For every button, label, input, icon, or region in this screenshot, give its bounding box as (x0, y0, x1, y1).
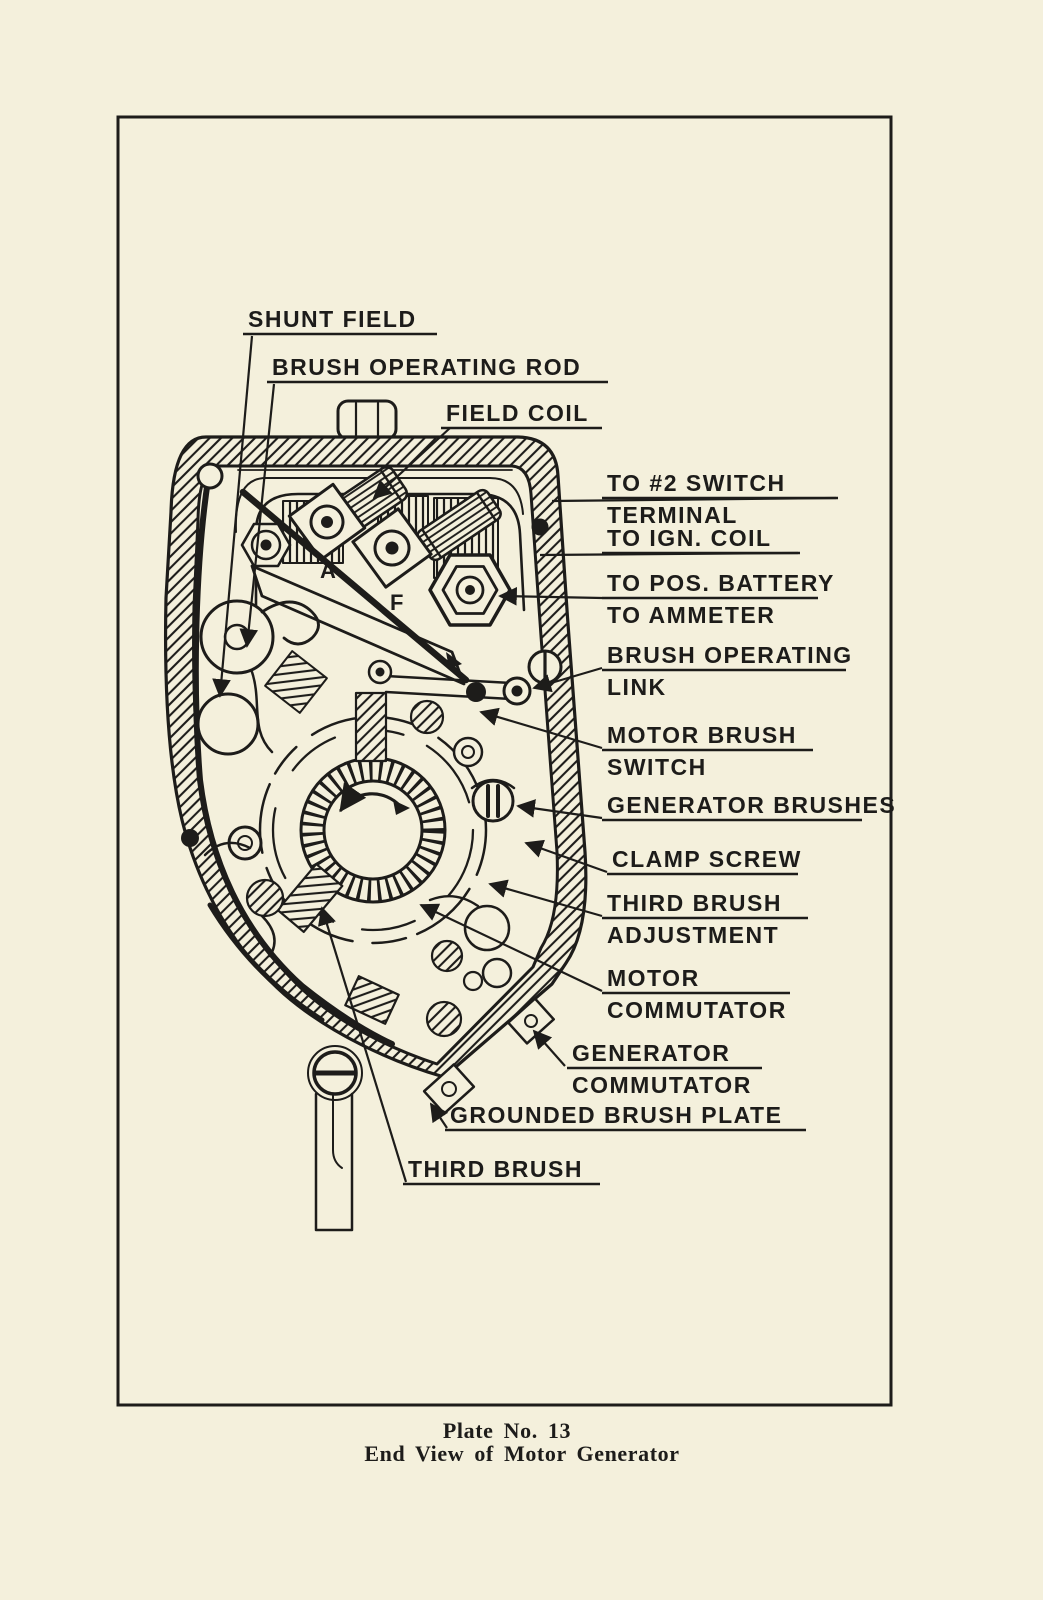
label-text: SWITCH (607, 754, 707, 780)
roller-hole (461, 745, 475, 759)
label-grounded-brush-plate: GROUNDED BRUSH PLATE (445, 1102, 806, 1132)
label-text: CLAMP SCREW (612, 846, 802, 872)
caption-line2: End View of Motor Generator (364, 1441, 679, 1466)
label-text: THIRD BRUSH (408, 1156, 583, 1182)
terminal-block-1 (287, 482, 367, 562)
lower-right-cluster (428, 894, 513, 992)
label-clamp-screw: CLAMP SCREW (607, 846, 802, 876)
left-hex-bolt (240, 522, 292, 568)
mounting-bracket (314, 1092, 354, 1232)
label-text: BRUSH OPERATING ROD (272, 354, 581, 380)
plate-frame (116, 115, 893, 1407)
leader-generator-commutator (532, 1029, 566, 1067)
leader-clamp-screw (524, 839, 608, 874)
brush-operating-link-part (367, 659, 532, 706)
edge-bolt-2 (422, 1063, 476, 1115)
label-text: MOTOR (607, 965, 700, 991)
label-text: MOTOR BRUSH (607, 722, 797, 748)
label-brush-operating-rod: BRUSH OPERATING ROD (267, 354, 608, 384)
coil-end-lower-1 (430, 939, 464, 973)
field-coil-right (416, 488, 502, 562)
shunt-field-pole (196, 692, 260, 756)
edge-bolt-1 (507, 997, 555, 1045)
labels: SHUNT FIELD BRUSH OPERATING ROD FIELD CO… (243, 306, 896, 1186)
label-text: SHUNT FIELD (248, 306, 417, 332)
leader-shunt-field (212, 335, 254, 698)
plate-caption: Plate No. 13 End View of Motor Generator (364, 1418, 679, 1466)
label-text: TERMINAL (607, 502, 738, 528)
label-motor-brush-switch: MOTOR BRUSH SWITCH (602, 722, 813, 780)
leader-motor-brush-switch (479, 707, 603, 750)
label-text: COMMUTATOR (607, 997, 787, 1023)
flange-hole-top-left (196, 462, 224, 490)
coil-end-upper (409, 699, 445, 735)
leader-lines (212, 335, 837, 1183)
part-letter-f: F (390, 590, 403, 615)
label-text: LINK (607, 674, 667, 700)
label-to-switch-terminal: TO #2 SWITCH TERMINAL (602, 470, 838, 528)
label-text: GENERATOR (572, 1040, 730, 1066)
bottom-screw (307, 1045, 363, 1101)
label-third-brush: THIRD BRUSH (403, 1156, 600, 1186)
label-text: TO AMMETER (607, 602, 775, 628)
label-generator-brushes: GENERATOR BRUSHES (602, 792, 896, 822)
label-text: THIRD BRUSH (607, 890, 782, 916)
terminal-block-2 (351, 507, 433, 589)
bottom-brush (344, 975, 400, 1025)
coil-end-left (245, 878, 285, 918)
coil-end-lower-2 (425, 1000, 463, 1038)
label-text: GROUNDED BRUSH PLATE (450, 1102, 782, 1128)
label-brush-operating-link: BRUSH OPERATING LINK (602, 642, 853, 700)
label-text: TO #2 SWITCH (607, 470, 786, 496)
leader-to-pos-battery (498, 586, 603, 606)
label-text: GENERATOR BRUSHES (607, 792, 896, 818)
leader-third-brush (317, 906, 408, 1183)
top-brush-holder (354, 691, 388, 763)
leader-grounded-brush-plate (429, 1102, 449, 1129)
label-motor-commutator: MOTOR COMMUTATOR (602, 965, 790, 1023)
flange-hole-top-right (531, 518, 549, 536)
armature (258, 715, 488, 945)
generator-brush (470, 778, 516, 823)
label-text: TO IGN. COIL (607, 525, 772, 551)
label-text: ADJUSTMENT (607, 922, 779, 948)
lower-left-hardware (203, 825, 276, 958)
part-letter-a: A (320, 558, 336, 583)
label-shunt-field: SHUNT FIELD (243, 306, 437, 336)
roller (452, 736, 484, 768)
shunt-field-coil-end (264, 650, 328, 714)
label-to-pos-battery: TO POS. BATTERY TO AMMETER (602, 570, 835, 628)
battery-terminal-bolt (428, 553, 512, 627)
label-text: COMMUTATOR (572, 1072, 752, 1098)
leader-field-coil (372, 427, 451, 500)
leader-generator-brushes (516, 799, 603, 820)
motor-generator-drawing (163, 399, 588, 1232)
leader-brush-operating-link (532, 666, 603, 693)
top-bolt (336, 399, 398, 441)
flange-hole-left (181, 829, 199, 847)
caption-line1: Plate No. 13 (443, 1418, 571, 1443)
label-to-ign-coil: TO IGN. COIL (602, 525, 800, 555)
label-field-coil: FIELD COIL (441, 400, 602, 430)
brush-operating-rod-part (239, 488, 470, 686)
label-text: FIELD COIL (446, 400, 589, 426)
label-text: BRUSH OPERATING (607, 642, 853, 668)
wall-screw (527, 649, 563, 685)
label-text: TO POS. BATTERY (607, 570, 835, 596)
label-generator-commutator: GENERATOR COMMUTATOR (567, 1040, 762, 1098)
leader-motor-commutator (419, 903, 603, 992)
leader-brush-operating-rod (239, 383, 276, 648)
label-third-brush-adjustment: THIRD BRUSH ADJUSTMENT (602, 890, 808, 948)
leader-third-brush-adjustment (488, 879, 603, 918)
